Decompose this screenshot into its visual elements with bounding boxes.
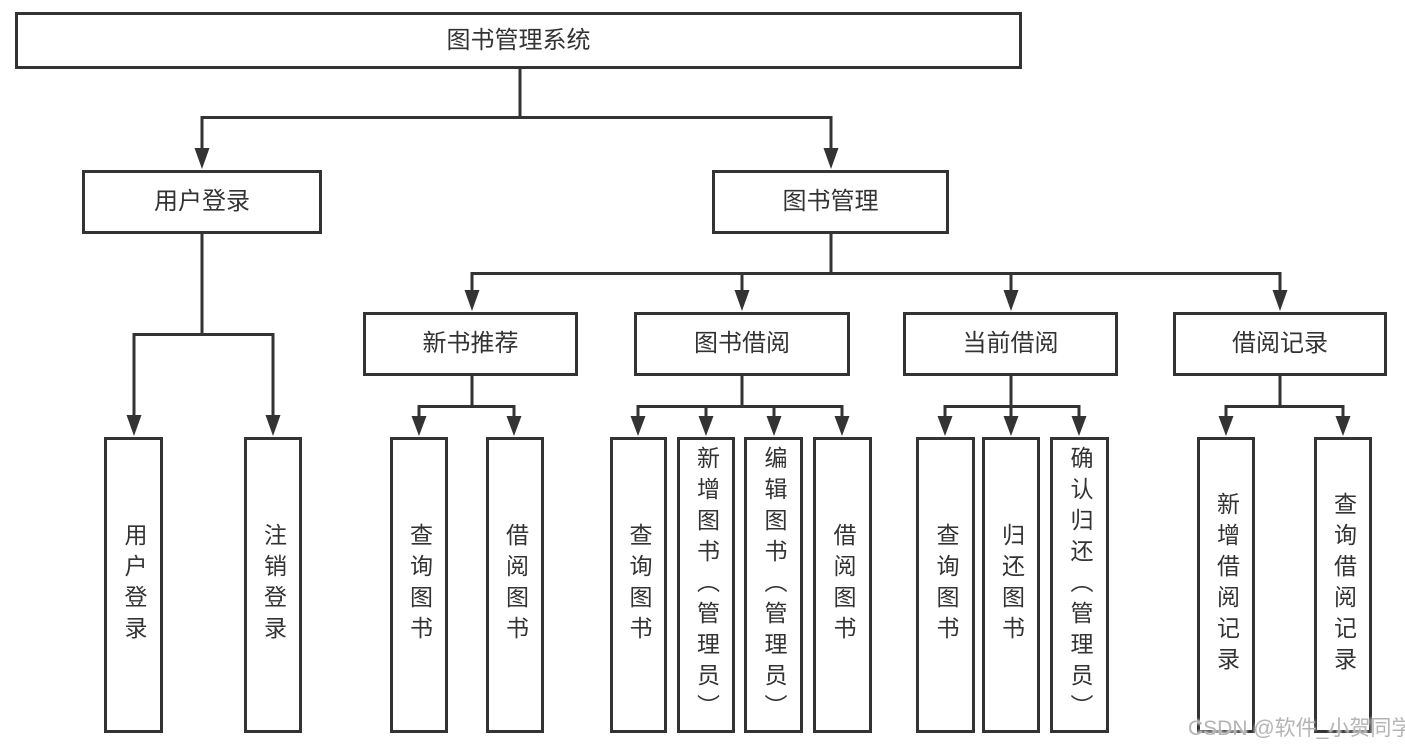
node-borrow-books-recommend: 借阅图书 xyxy=(486,437,544,733)
node-label: 查询借阅记录 xyxy=(1330,492,1357,678)
connector-user-login-branch xyxy=(126,234,281,436)
connector-borrowing-records-branch xyxy=(1218,376,1351,436)
node-label: 新书推荐 xyxy=(422,330,519,357)
connector-book-borrowing-branch xyxy=(630,376,850,436)
node-book-borrowing: 图书借阅 xyxy=(634,312,850,376)
node-label: 新增图书（管理员） xyxy=(693,445,720,725)
node-label: 新增借阅记录 xyxy=(1213,492,1240,678)
node-label: 编辑图书（管理员） xyxy=(761,445,787,725)
node-query-books-recommend: 查询图书 xyxy=(390,437,448,733)
node-label: 图书借阅 xyxy=(694,330,790,357)
node-new-book-recommendation: 新书推荐 xyxy=(363,312,578,376)
node-current-borrowing: 当前借阅 xyxy=(903,312,1118,376)
node-label: 借阅记录 xyxy=(1232,330,1328,357)
node-label: 注销登录 xyxy=(260,523,287,647)
node-library-management-system: 图书管理系统 xyxy=(15,12,1022,69)
node-label: 查询图书 xyxy=(933,523,959,647)
node-label: 借阅图书 xyxy=(502,523,529,647)
node-book-management: 图书管理 xyxy=(712,170,949,234)
node-query-books-current: 查询图书 xyxy=(916,437,975,733)
node-label: 图书管理系统 xyxy=(446,26,591,54)
node-return-books: 归还图书 xyxy=(982,437,1040,733)
node-logout-login: 注销登录 xyxy=(244,437,302,733)
node-confirm-return-admin: 确认归还（管理员） xyxy=(1050,437,1109,733)
node-borrowing-records: 借阅记录 xyxy=(1173,312,1387,376)
node-user-login: 用户登录 xyxy=(82,170,322,234)
node-borrow-books-leaf: 借阅图书 xyxy=(813,437,872,733)
node-query-borrow-record: 查询借阅记录 xyxy=(1314,437,1372,733)
node-add-borrow-record: 新增借阅记录 xyxy=(1197,437,1255,733)
connector-book-management-branch xyxy=(464,234,1288,311)
node-label: 借阅图书 xyxy=(830,523,856,647)
node-label: 归还图书 xyxy=(998,523,1025,647)
node-edit-books-admin: 编辑图书（管理员） xyxy=(744,437,803,733)
node-label: 用户登录 xyxy=(121,523,147,647)
node-label: 图书管理 xyxy=(782,188,879,215)
node-label: 查询图书 xyxy=(406,523,433,647)
node-label: 确认归还（管理员） xyxy=(1067,445,1093,725)
node-add-books-admin: 新增图书（管理员） xyxy=(677,437,735,733)
node-label: 查询图书 xyxy=(626,523,652,647)
node-label: 当前借阅 xyxy=(962,330,1059,357)
watermark: CSDN @软件_小贺同学 xyxy=(1188,717,1405,740)
node-query-books-borrowing: 查询图书 xyxy=(610,437,667,733)
connector-current-borrowing-branch xyxy=(937,376,1087,436)
node-user-login-leaf: 用户登录 xyxy=(104,437,163,733)
node-label: 用户登录 xyxy=(154,188,250,215)
connector-root-to-level2 xyxy=(194,69,839,169)
connector-new-book-recommendation-branch xyxy=(411,376,522,436)
